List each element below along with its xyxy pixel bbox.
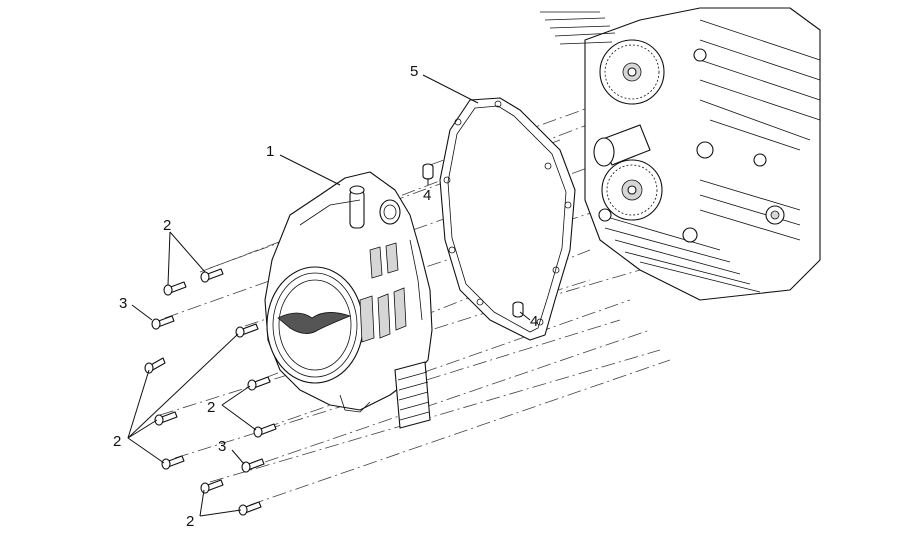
- callout-5: 5: [410, 63, 418, 80]
- screw-mid-c: [253, 423, 277, 438]
- engine-block: [540, 7, 821, 301]
- cover-gasket: [439, 97, 576, 341]
- screw-bottom-a: [200, 479, 224, 494]
- screws: [144, 268, 277, 516]
- eagle-emblem: [277, 312, 352, 334]
- callout-4-upper: 4: [423, 187, 431, 204]
- screw-mid-b: [247, 376, 271, 391]
- screw-left-a: [144, 357, 166, 374]
- cylinder-fins-bottom: [599, 179, 801, 293]
- callout-1: 1: [266, 143, 274, 160]
- dowel-pin-lower: [512, 301, 524, 318]
- callout-2-mid: 2: [207, 399, 215, 416]
- dowel-pin-upper: [422, 163, 434, 180]
- screw-bottom-b: [238, 501, 262, 516]
- callout-2-bottom: 2: [186, 513, 194, 530]
- callout-3-upper: 3: [119, 295, 127, 312]
- screw-left-c: [161, 455, 185, 470]
- screw-mid-a: [235, 323, 259, 338]
- callout-labels: 1 5 4 4 2 3 2 2 3 2: [113, 63, 538, 530]
- leader-lines: [127, 74, 531, 517]
- screw-2a: [163, 281, 187, 296]
- screw-left-b: [154, 411, 178, 426]
- callout-3-lower: 3: [218, 438, 226, 455]
- cylinder-fins-right: [699, 19, 821, 151]
- cover-lower-fins: [339, 361, 431, 429]
- cover-cooling-fins: [359, 242, 407, 343]
- callout-4-lower: 4: [530, 313, 538, 330]
- cover-boss-ring: [379, 199, 401, 225]
- screw-3a: [151, 315, 175, 330]
- cylinder-fins-top: [540, 11, 616, 45]
- engine-side-cover: [264, 171, 433, 429]
- callout-2-left: 2: [113, 433, 121, 450]
- callout-2-top: 2: [163, 217, 171, 234]
- screw-3b: [241, 458, 265, 473]
